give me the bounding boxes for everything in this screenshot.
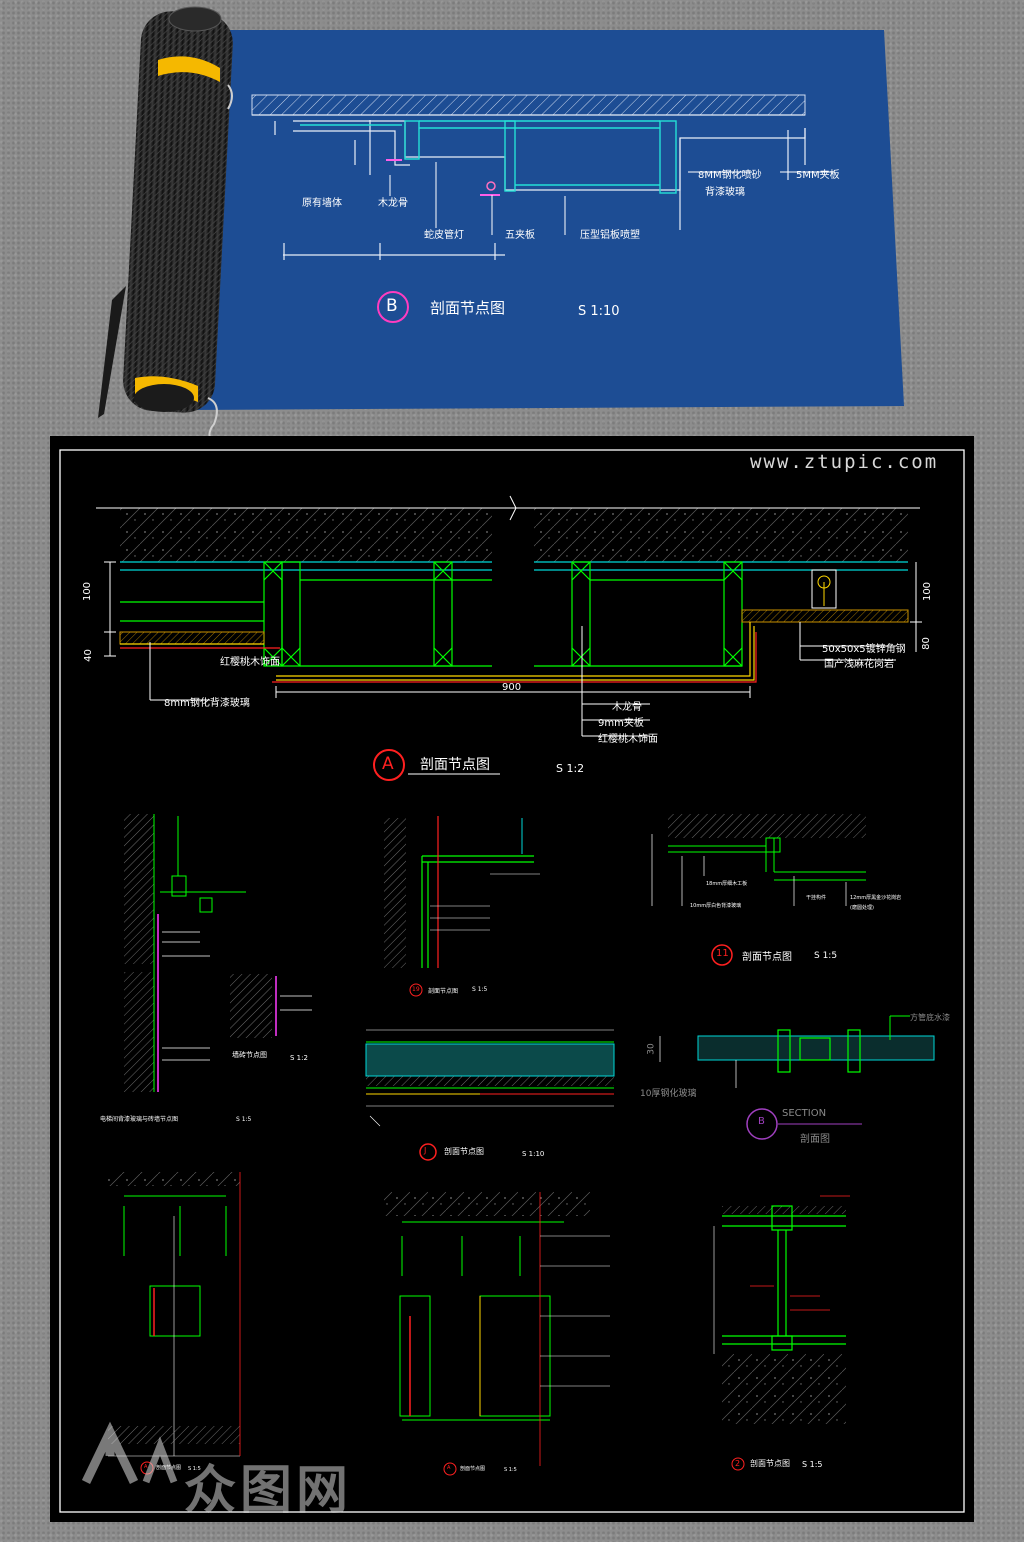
- d1-bottom-scale: S 1:5: [236, 1116, 252, 1123]
- d2-scale: S 1:5: [472, 986, 488, 993]
- dim-right-top: 100: [922, 581, 934, 602]
- detail-2-drawing: [713, 1195, 850, 1471]
- logo-text-watermark: 众图网: [184, 1461, 353, 1521]
- site-url-watermark: www.ztupic.com: [750, 451, 939, 473]
- d3-marker: 11: [716, 948, 729, 959]
- detail-11-drawing: [651, 814, 866, 966]
- label-galvanized-angle: 50x50x5镀锌角钢: [822, 644, 906, 655]
- detail-a-small-2-drawing: [384, 1192, 610, 1476]
- cad-sheet: www.ztupic.com 众图网 100 40 100 80 900 红樱桃…: [50, 436, 974, 1522]
- detail-1-drawing: [124, 814, 312, 1092]
- label-cherry-veneer-1: 红樱桃木饰面: [220, 657, 280, 668]
- label-wall: 原有墙体: [302, 198, 342, 209]
- dim-right-bottom: 80: [920, 637, 932, 650]
- d4-scale: S 1:10: [522, 1150, 545, 1158]
- dim-width: 900: [502, 682, 522, 693]
- detail-a-drawing: [96, 495, 922, 781]
- d5-marker: B: [758, 1116, 765, 1127]
- d3-scale: S 1:5: [814, 951, 838, 961]
- label-glass2: 背漆玻璃: [705, 187, 745, 198]
- d5-title-en: SECTION: [782, 1108, 827, 1119]
- label-hose-lamp: 蛇皮管灯: [424, 230, 464, 241]
- blueprint-title: 剖面节点图: [430, 299, 506, 317]
- d2-title: 剖面节点图: [428, 988, 459, 995]
- d7-marker: A: [447, 1465, 451, 1471]
- dim-left-bottom: 40: [82, 649, 94, 662]
- d1-caption: 墙砖节点图: [232, 1051, 267, 1059]
- label-granite: 国产浅麻花岗岩: [824, 659, 894, 670]
- label-glass1: 8MM钢化喷砂: [698, 170, 762, 181]
- d3-label-2: 10mm厚白色背漆玻璃: [690, 903, 742, 909]
- label-wood-keel: 木龙骨: [612, 702, 642, 713]
- detail-j-drawing: [365, 1029, 615, 1161]
- blueprint-drawing: [98, 6, 904, 443]
- blueprint-marker: B: [386, 296, 398, 316]
- detail-a-scale: S 1:2: [556, 762, 585, 775]
- pen: [98, 286, 126, 418]
- detail-a-marker: A: [382, 754, 394, 774]
- d2-marker: 19: [412, 986, 420, 993]
- label-plywood-9mm: 9mm夹板: [598, 718, 644, 729]
- d1-scale: S 1:2: [290, 1054, 308, 1062]
- scroll-roll: [123, 6, 233, 443]
- dim-left-top: 100: [82, 581, 94, 602]
- label-tempered-glass: 8mm钢化背漆玻璃: [164, 698, 250, 709]
- cad-drawing: [59, 449, 965, 1513]
- d7-title: 剖面节点图: [460, 1466, 486, 1472]
- d6-scale: S 1:5: [188, 1466, 201, 1472]
- zhongtu-logo-watermark: [81, 1421, 178, 1484]
- blueprint-marker-circle: [377, 291, 409, 323]
- d3-label-1: 18mm厚细木工板: [706, 881, 748, 887]
- detail-a-small-1-drawing: [108, 1172, 241, 1475]
- d4-marker: J: [424, 1146, 427, 1155]
- d4-title: 剖面节点图: [444, 1147, 484, 1156]
- blueprint-sheet: [186, 30, 904, 410]
- d8-title: 剖面节点图: [750, 1459, 790, 1468]
- label-clip: 5MM夹板: [796, 170, 840, 181]
- d3-label-4: 12mm厚黑金沙花岗岩: [850, 895, 902, 901]
- detail-b-section-drawing: [659, 1015, 935, 1140]
- d3-label-5: (磨圆处理): [850, 905, 874, 911]
- d8-marker: 2: [735, 1459, 741, 1468]
- blueprint-scale: S 1:10: [578, 304, 620, 319]
- detail-19-drawing: [384, 816, 540, 997]
- d3-title: 剖面节点图: [742, 952, 792, 963]
- label-keel: 木龙骨: [378, 198, 408, 209]
- d8-scale: S 1:5: [802, 1460, 823, 1469]
- sheet-frame: [59, 449, 965, 1513]
- d5-label-1: 方管底水漆: [910, 1013, 950, 1022]
- d6-title: 剖面节点图: [156, 1465, 182, 1471]
- d1-bottom-caption: 电梯间背漆玻璃与砖墙节点图: [100, 1116, 179, 1123]
- d5-label-2: 10厚钢化玻璃: [640, 1089, 697, 1099]
- blueprint-scroll: 原有墙体 木龙骨 蛇皮管灯 五夹板 压型铝板喷塑 8MM钢化喷砂 背漆玻璃 5M…: [0, 0, 1024, 443]
- label-cherry-veneer-2: 红樱桃木饰面: [598, 734, 658, 745]
- d5-dim: 30: [646, 1043, 657, 1055]
- d3-label-3: 干挂构件: [806, 895, 827, 901]
- label-plywood: 五夹板: [505, 230, 535, 241]
- d6-marker: A: [144, 1464, 148, 1470]
- detail-a-title: 剖面节点图: [420, 757, 490, 773]
- d7-scale: S 1:5: [504, 1467, 517, 1473]
- d5-title: 剖面图: [800, 1134, 830, 1145]
- label-alu-panel: 压型铝板喷塑: [580, 230, 640, 241]
